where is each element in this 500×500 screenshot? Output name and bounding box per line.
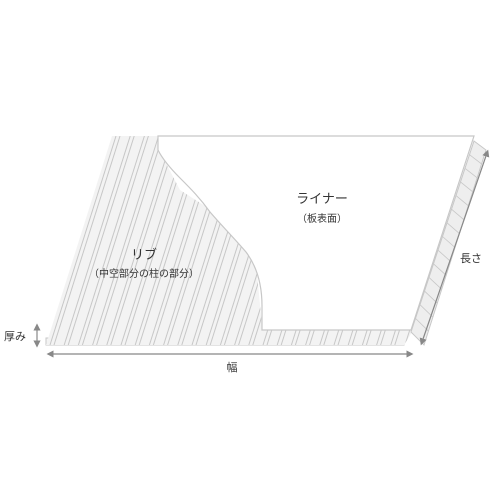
rib-column-line [96,136,164,345]
rib-column-line [81,136,149,345]
rib-sub-label: （中空部分の柱の部分） [89,267,199,280]
rib-column-line [53,136,121,345]
rib-column-line [63,136,131,345]
length-label: 長さ [460,252,482,265]
rib-column-line [106,136,174,345]
width-label: 幅 [227,361,238,374]
rib-column-line [110,136,178,345]
liner-label: ライナー [296,192,348,207]
thickness-label: 厚み [4,330,26,343]
rib-column-line [67,136,135,345]
liner-surface [157,135,475,331]
rib-column-line [92,136,160,345]
rib-label: リブ [131,247,157,263]
length-arrow [419,149,490,346]
rib-column-line [49,136,117,345]
liner-sub-label: （板表面） [297,212,347,225]
rib-column-line [77,136,145,345]
